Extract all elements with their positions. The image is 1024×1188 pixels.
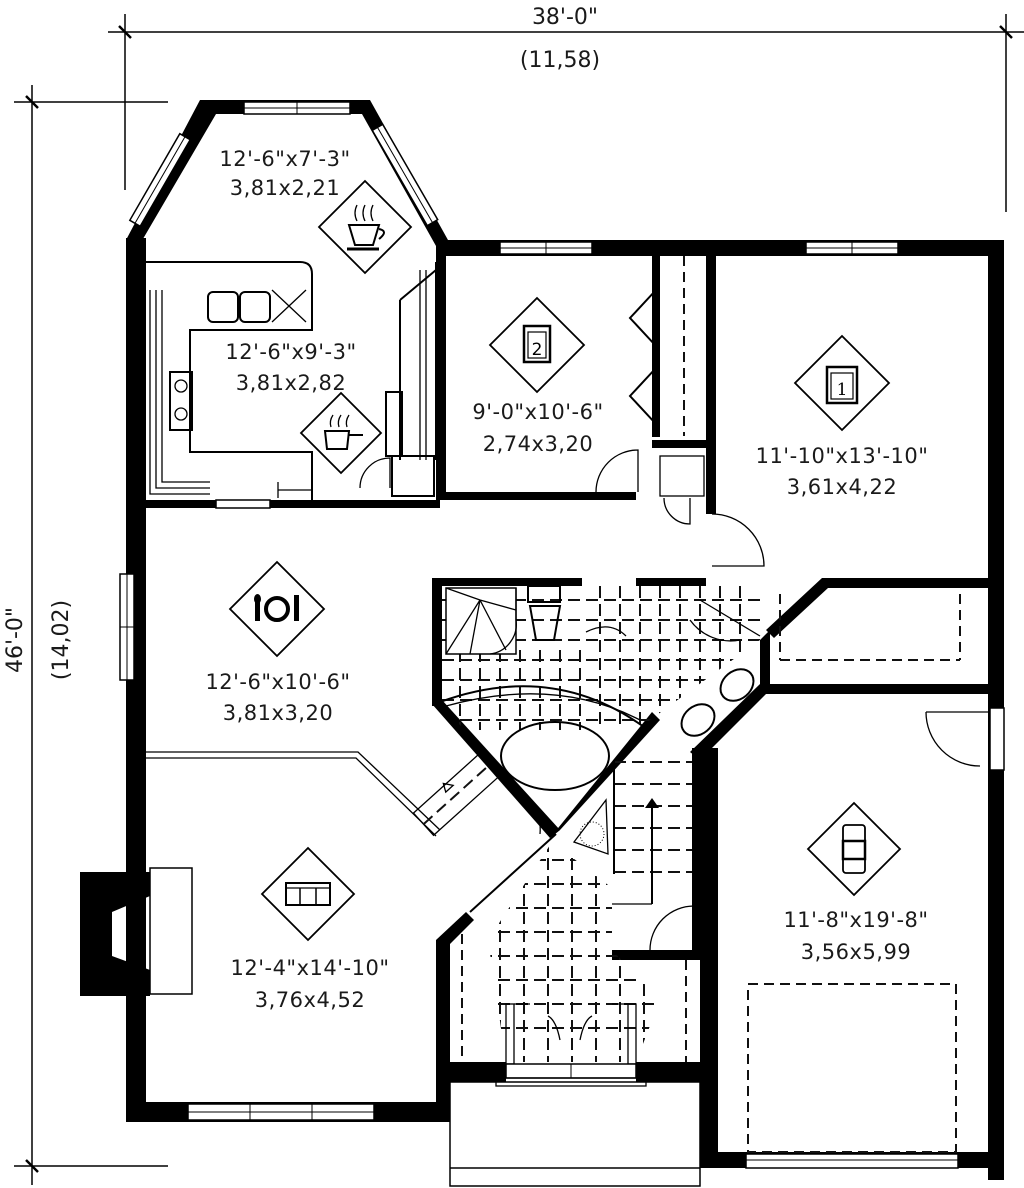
interior-walls bbox=[140, 240, 992, 960]
foyer bbox=[449, 779, 701, 1187]
kitchen-size-metric: 3,81x2,82 bbox=[236, 371, 346, 395]
bathroom bbox=[439, 585, 761, 791]
bed-1-badge: 1 bbox=[837, 380, 848, 400]
dining-room-size-metric: 3,81x3,20 bbox=[223, 701, 333, 725]
sofa-icon bbox=[260, 846, 356, 942]
window-living bbox=[187, 1103, 375, 1121]
dining-room-size-imperial: 12'-6"x10'-6" bbox=[205, 670, 350, 694]
coffee-cup-icon bbox=[317, 179, 413, 275]
bedroom-details bbox=[595, 256, 961, 661]
bed-2-icon: 2 bbox=[488, 296, 586, 394]
dimension-width: 38'-0" (11,58) bbox=[108, 5, 1024, 212]
bed-1-icon: 1 bbox=[793, 334, 891, 432]
window-garage-side bbox=[989, 707, 1005, 771]
bedroom-2-size-imperial: 9'-0"x10'-6" bbox=[472, 400, 603, 424]
car-icon bbox=[806, 801, 902, 897]
kitchen-counters bbox=[146, 261, 437, 502]
dimension-depth: 46'-0" (14,02) bbox=[3, 85, 168, 1185]
window-bedroom1 bbox=[805, 241, 899, 255]
cooking-pot-icon bbox=[299, 391, 383, 475]
room-label-kitchen: 12'-6"x9'-3" 3,81x2,82 bbox=[225, 340, 356, 395]
depth-metric-label: (14,02) bbox=[49, 600, 74, 680]
window-nook-left bbox=[128, 132, 192, 228]
window-bedroom2 bbox=[499, 241, 593, 255]
window-nook-right bbox=[371, 123, 439, 227]
living-room-size-metric: 3,76x4,52 bbox=[255, 988, 365, 1012]
breakfast-nook-size-metric: 3,81x2,21 bbox=[230, 176, 340, 200]
kitchen-size-imperial: 12'-6"x9'-3" bbox=[225, 340, 356, 364]
width-imperial-label: 38'-0" bbox=[532, 5, 598, 30]
room-label-living-room: 12'-4"x14'-10" 3,76x4,52 bbox=[231, 956, 390, 1012]
bedroom-2-size-metric: 2,74x3,20 bbox=[483, 432, 593, 456]
breakfast-nook-size-imperial: 12'-6"x7'-3" bbox=[219, 147, 350, 171]
bed-2-badge: 2 bbox=[532, 340, 543, 360]
living-room-size-imperial: 12'-4"x14'-10" bbox=[231, 956, 390, 980]
room-label-garage: 11'-8"x19'-8" 3,56x5,99 bbox=[783, 908, 928, 964]
windows bbox=[119, 101, 1005, 1121]
room-label-breakfast-nook: 12'-6"x7'-3" 3,81x2,21 bbox=[219, 147, 350, 200]
garage-size-metric: 3,56x5,99 bbox=[801, 940, 911, 964]
room-label-bedroom-1: 11'-10"x13'-10" 3,61x4,22 bbox=[756, 444, 929, 499]
room-label-dining-room: 12'-6"x10'-6" 3,81x3,20 bbox=[205, 670, 350, 725]
window-nook-top bbox=[243, 101, 351, 115]
window-kitchen bbox=[215, 499, 271, 509]
stairs bbox=[412, 751, 695, 951]
width-metric-label: (11,58) bbox=[520, 48, 600, 73]
window-dining bbox=[119, 573, 135, 681]
room-label-bedroom-2: 9'-0"x10'-6" 2,74x3,20 bbox=[472, 400, 603, 456]
depth-imperial-label: 46'-0" bbox=[3, 607, 28, 673]
garage-details bbox=[745, 711, 988, 1169]
fireplace bbox=[80, 867, 193, 996]
bedroom-1-size-metric: 3,61x4,22 bbox=[787, 475, 897, 499]
garage-size-imperial: 11'-8"x19'-8" bbox=[783, 908, 928, 932]
plate-cutlery-icon bbox=[228, 560, 326, 658]
bedroom-1-size-imperial: 11'-10"x13'-10" bbox=[756, 444, 929, 468]
